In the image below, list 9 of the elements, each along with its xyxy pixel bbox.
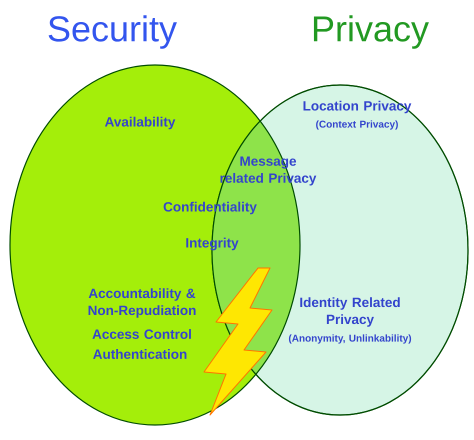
circle-label: Availability xyxy=(104,116,176,130)
circle-label: Accountability & Non-Repudiation xyxy=(88,288,196,318)
venn-heading: Privacy xyxy=(314,15,429,49)
circle-label: (Anonymity, Unlinkability) xyxy=(288,334,412,344)
venn-heading: Security xyxy=(48,15,177,49)
circle-label: (Context Privacy) xyxy=(316,120,398,130)
circle-label: Authentication xyxy=(93,349,186,359)
circle-label: Identity Related Privacy xyxy=(300,297,400,327)
circle-label: Access Control xyxy=(92,329,191,339)
